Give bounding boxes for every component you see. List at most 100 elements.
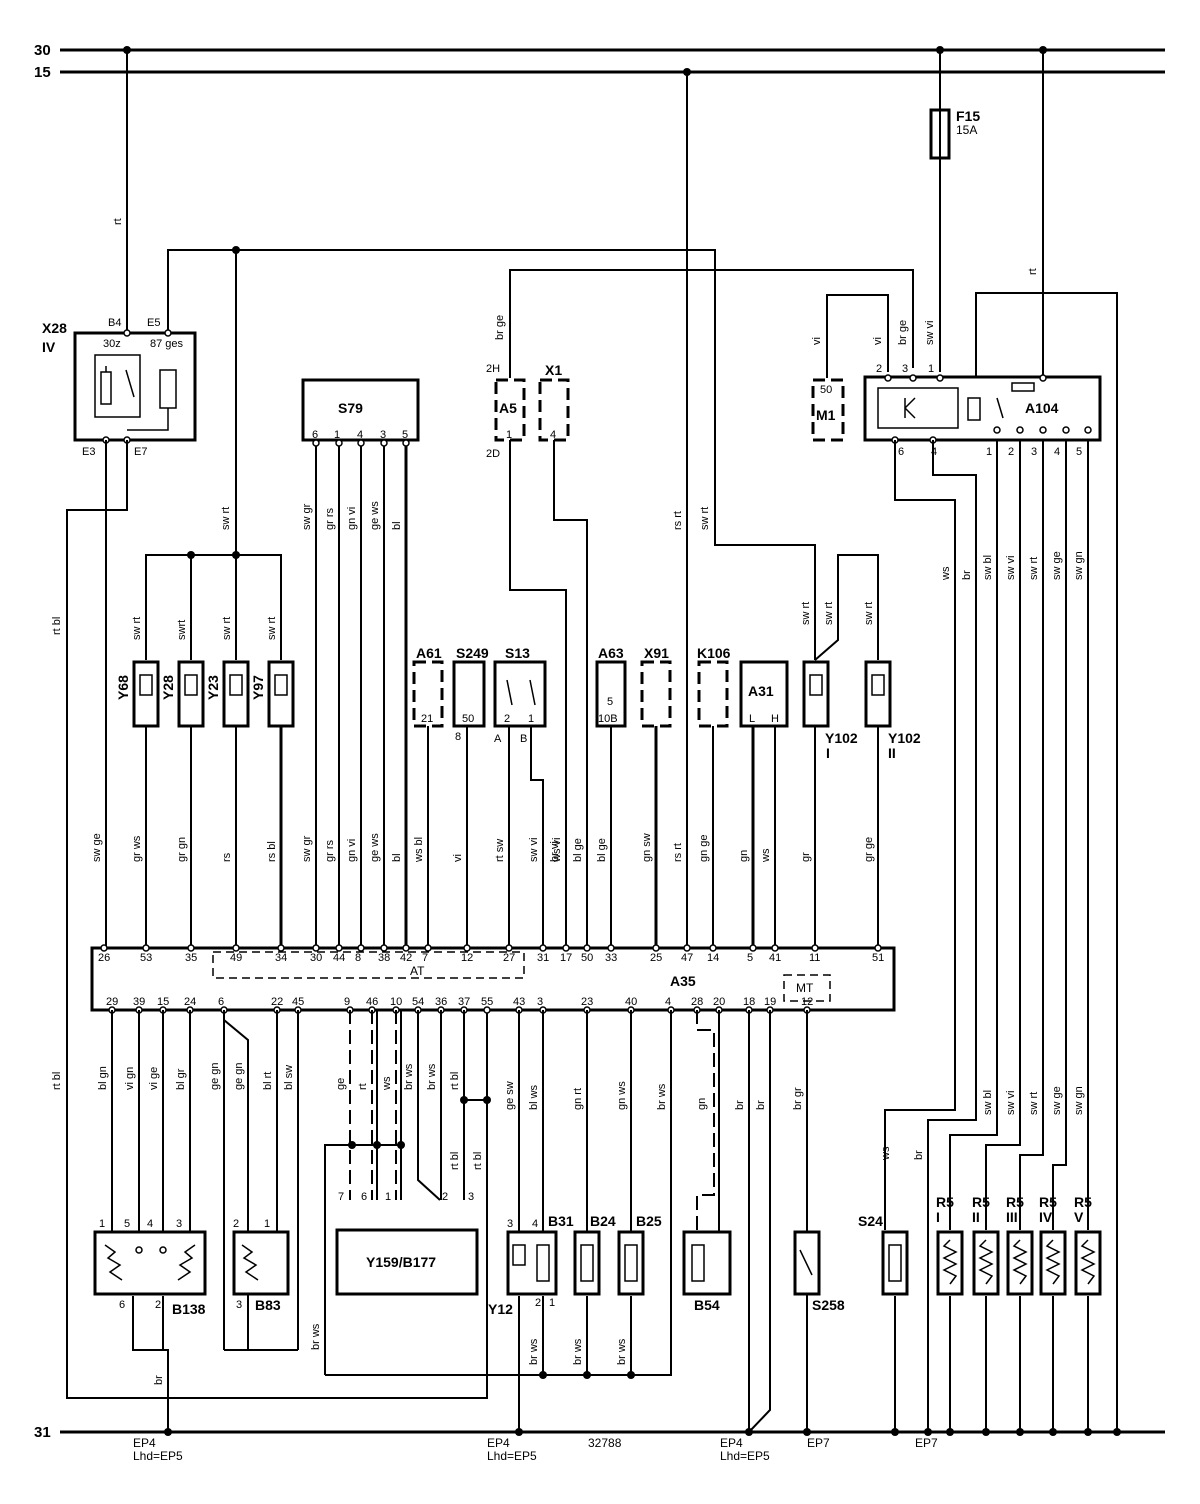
svg-text:rt bl: rt bl — [472, 1152, 484, 1170]
component-s249: S249 50 8 vi — [452, 645, 489, 948]
fuse-rating: 15A — [956, 123, 977, 137]
svg-text:5: 5 — [1076, 446, 1082, 458]
a35-top-pin-dot — [424, 944, 432, 952]
resistor-r5-body — [972, 1230, 1000, 1296]
a35-bottom-pin-label: 15 — [157, 996, 169, 1008]
svg-text:gr rs: gr rs — [324, 508, 336, 531]
resistor-r5-name: R5 — [936, 1194, 954, 1210]
a35-top-pin-label: 38 — [378, 952, 390, 964]
a35-name: A35 — [670, 973, 696, 989]
resistor-coil-icon — [1012, 1239, 1028, 1285]
resistor-coil-icon — [1080, 1239, 1096, 1285]
svg-text:vi: vi — [452, 854, 464, 862]
component-x91: X91 gn sw — [640, 645, 672, 948]
a35-top-pin-dot — [749, 944, 757, 952]
b138-name: B138 — [172, 1301, 206, 1317]
svg-text:30z: 30z — [103, 338, 121, 350]
a35-bottom-pin-label: 45 — [292, 996, 304, 1008]
resistor-r5-body — [1074, 1230, 1102, 1296]
resistor-r5-name: R5 — [1074, 1194, 1092, 1210]
a35-top-pin-dot — [187, 944, 195, 952]
bottom-wiring: bl gn vi gn vi ge bl gr ge gn ge gn bl r… — [97, 1010, 1089, 1433]
svg-text:vi ge: vi ge — [148, 1067, 160, 1090]
svg-text:rs: rs — [221, 852, 233, 862]
relay-x28: X28 IV B4 E5 30z 87 ges E3 E7 — [42, 317, 197, 458]
a35-top-pin-dot — [277, 944, 285, 952]
a35-top-pin-dot — [232, 944, 240, 952]
resistor-r5-name: R5 — [1006, 1194, 1024, 1210]
svg-text:gr rs: gr rs — [324, 840, 336, 863]
s79-name: S79 — [338, 400, 363, 416]
svg-text:1: 1 — [528, 713, 534, 725]
svg-text:E3: E3 — [82, 446, 95, 458]
svg-text:7: 7 — [338, 1191, 344, 1203]
svg-text:swrt: swrt — [176, 620, 188, 640]
svg-text:2D: 2D — [486, 448, 500, 460]
svg-text:1: 1 — [385, 1191, 391, 1203]
a35-bottom-pin-label: 19 — [764, 996, 776, 1008]
resistor-r5-body — [936, 1230, 964, 1296]
svg-text:gr ws: gr ws — [131, 835, 143, 862]
svg-text:A63: A63 — [598, 645, 624, 661]
component-s13: S13 2 1 A B rt sw sw vi br vi — [493, 645, 561, 948]
b25-name: B25 — [636, 1213, 662, 1229]
svg-text:H: H — [771, 713, 779, 725]
svg-text:rt sw: rt sw — [494, 839, 506, 862]
svg-text:A5: A5 — [499, 400, 517, 416]
resistor-coil-icon — [942, 1239, 958, 1285]
svg-text:sw rt: sw rt — [699, 507, 711, 530]
svg-text:ws: ws — [880, 1146, 892, 1161]
svg-text:br: br — [153, 1375, 165, 1385]
svg-text:sw rt: sw rt — [800, 602, 812, 625]
svg-text:bl gn: bl gn — [97, 1066, 109, 1090]
svg-text:1: 1 — [264, 1218, 270, 1230]
svg-text:EP7: EP7 — [807, 1436, 830, 1450]
a35-top-pin-dot — [380, 944, 388, 952]
svg-text:sw rt: sw rt — [220, 507, 232, 530]
svg-text:rs rt: rs rt — [672, 843, 684, 862]
svg-text:21: 21 — [421, 713, 433, 725]
a35-top-pin-label: 11 — [809, 952, 820, 964]
resistor-r5-sub: V — [1074, 1209, 1084, 1225]
svg-text:4: 4 — [931, 446, 937, 458]
svg-text:L: L — [749, 713, 755, 725]
svg-text:EP4: EP4 — [487, 1436, 510, 1450]
svg-text:br ge: br ge — [494, 315, 506, 340]
a35-top-pin-label: 31 — [537, 952, 549, 964]
x28-lower-wiring: rt bl rt bl sw ge — [51, 440, 488, 1399]
svg-text:bl rt: bl rt — [262, 1072, 274, 1090]
svg-text:sw vi: sw vi — [1005, 1091, 1017, 1115]
svg-text:sw ge: sw ge — [91, 833, 103, 862]
svg-text:vi: vi — [872, 337, 884, 345]
resistor-r5-sub: III — [1006, 1209, 1018, 1225]
svg-text:rt: rt — [112, 218, 124, 225]
s24-name: S24 — [858, 1213, 883, 1229]
svg-text:Lhd=EP5: Lhd=EP5 — [487, 1449, 537, 1463]
svg-text:rt bl: rt bl — [449, 1072, 461, 1090]
connector-x1: X1 4 bl ge — [538, 362, 588, 948]
svg-text:1: 1 — [334, 429, 340, 441]
a35-bottom-pin-label: 28 — [691, 996, 703, 1008]
svg-text:A61: A61 — [416, 645, 442, 661]
a35-top-pin-dot — [683, 944, 691, 952]
svg-text:bl: bl — [391, 521, 403, 530]
a35-top-pin-dot — [583, 944, 591, 952]
a35-bottom-pin-label: 54 — [412, 996, 424, 1008]
svg-text:B: B — [520, 733, 527, 745]
svg-text:Lhd=EP5: Lhd=EP5 — [720, 1449, 770, 1463]
a35-top-pin-label: 8 — [355, 952, 361, 964]
svg-text:rt: rt — [357, 1083, 369, 1090]
middle-components: A61 21 ws bl S249 50 8 vi S13 2 1 A B rt… — [412, 554, 921, 948]
svg-text:sw rt: sw rt — [863, 602, 875, 625]
svg-text:rt bl: rt bl — [51, 1072, 63, 1090]
svg-text:1: 1 — [549, 1297, 555, 1309]
a35-top-pin-label: 33 — [605, 952, 617, 964]
relay-x28-name: X28 — [42, 320, 67, 336]
b83-name: B83 — [255, 1297, 281, 1313]
bottom-components: 1 5 4 3 6 2 B138 2 1 3 B83 Y159/B177 7 6… — [93, 1191, 1102, 1317]
a35-top-pin-dot — [607, 944, 615, 952]
svg-text:br vi: br vi — [549, 841, 561, 862]
a35-top-pin-label: 53 — [140, 952, 152, 964]
fuse-name: F15 — [956, 108, 980, 124]
